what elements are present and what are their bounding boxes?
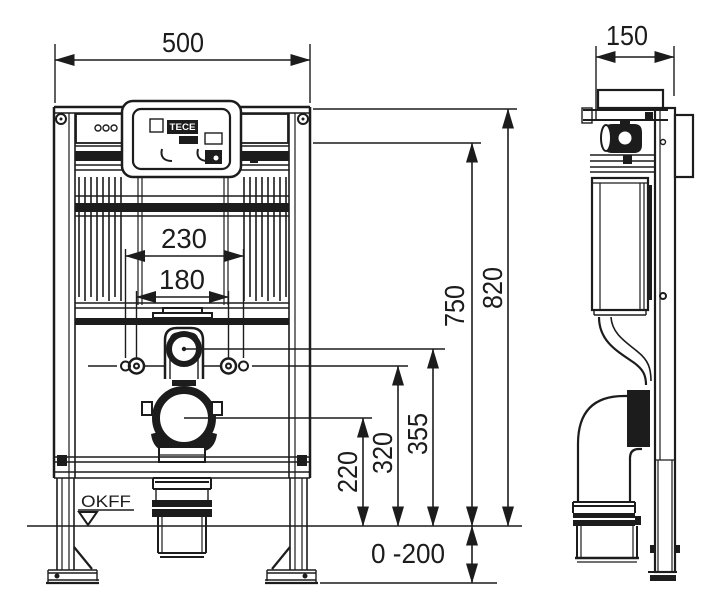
dim-fixing-height-label: 320 bbox=[367, 432, 398, 474]
dim-fixing-outer-label: 230 bbox=[161, 223, 207, 254]
wall-bracket bbox=[673, 113, 695, 179]
dim-flush-bend-height: 355 bbox=[402, 348, 439, 527]
dim-frame-depth-label: 150 bbox=[606, 20, 648, 51]
dim-flush-bend-height-label: 355 bbox=[402, 413, 433, 455]
side-rail bbox=[648, 106, 680, 581]
drain-elbow-side bbox=[572, 390, 650, 563]
dim-fixing-inner: 180 bbox=[135, 264, 230, 358]
side-view bbox=[572, 88, 695, 581]
dim-frame-height-label: 820 bbox=[477, 267, 508, 309]
dim-cistern-top-height: 750 bbox=[439, 142, 478, 527]
floor-reference: OKFF bbox=[27, 492, 522, 527]
flush-bend-side bbox=[597, 316, 652, 386]
drain-outlet bbox=[141, 386, 372, 463]
cistern-side bbox=[590, 176, 652, 316]
dim-fixing-inner-label: 180 bbox=[159, 264, 205, 295]
dim-frame-height: 820 bbox=[477, 108, 514, 527]
lower-crossrails bbox=[54, 455, 310, 479]
drain-pipe bbox=[152, 477, 212, 558]
dim-leg-adjustment-label: 0 -200 bbox=[371, 538, 445, 569]
filling-valve bbox=[590, 119, 655, 173]
dim-frame-width-label: 500 bbox=[162, 27, 204, 58]
brand-logo-text: TECE bbox=[170, 122, 196, 132]
flush-bend bbox=[163, 326, 205, 394]
dim-leg-adjustment: 0 -200 bbox=[320, 525, 497, 584]
wc-fixing-bolts bbox=[88, 357, 408, 375]
dim-fixing-outer: 230 bbox=[124, 223, 245, 358]
corner-screw-left bbox=[55, 113, 67, 125]
corner-screw-right bbox=[297, 113, 309, 125]
dimensions: 500 230 180 220 320 355 bbox=[54, 20, 675, 584]
flush-bend-support bbox=[75, 307, 289, 325]
extension-lines bbox=[184, 108, 517, 350]
protection-cover bbox=[596, 88, 665, 110]
floor-reference-label: OKFF bbox=[81, 492, 131, 511]
front-view: TECE bbox=[46, 99, 408, 585]
service-opening: TECE bbox=[120, 99, 243, 179]
level-marker-icon bbox=[77, 511, 99, 527]
dim-outlet-height-label: 220 bbox=[332, 451, 363, 493]
legs-and-feet bbox=[46, 478, 318, 585]
dim-frame-depth: 150 bbox=[595, 20, 675, 120]
dim-fixing-height: 320 bbox=[367, 365, 404, 527]
dim-frame-width: 500 bbox=[54, 27, 311, 103]
dim-cistern-top-height-label: 750 bbox=[439, 285, 470, 327]
brand-logo-box bbox=[167, 120, 198, 134]
dim-outlet-height: 220 bbox=[332, 417, 369, 527]
cistern-tank-walls bbox=[75, 177, 289, 309]
